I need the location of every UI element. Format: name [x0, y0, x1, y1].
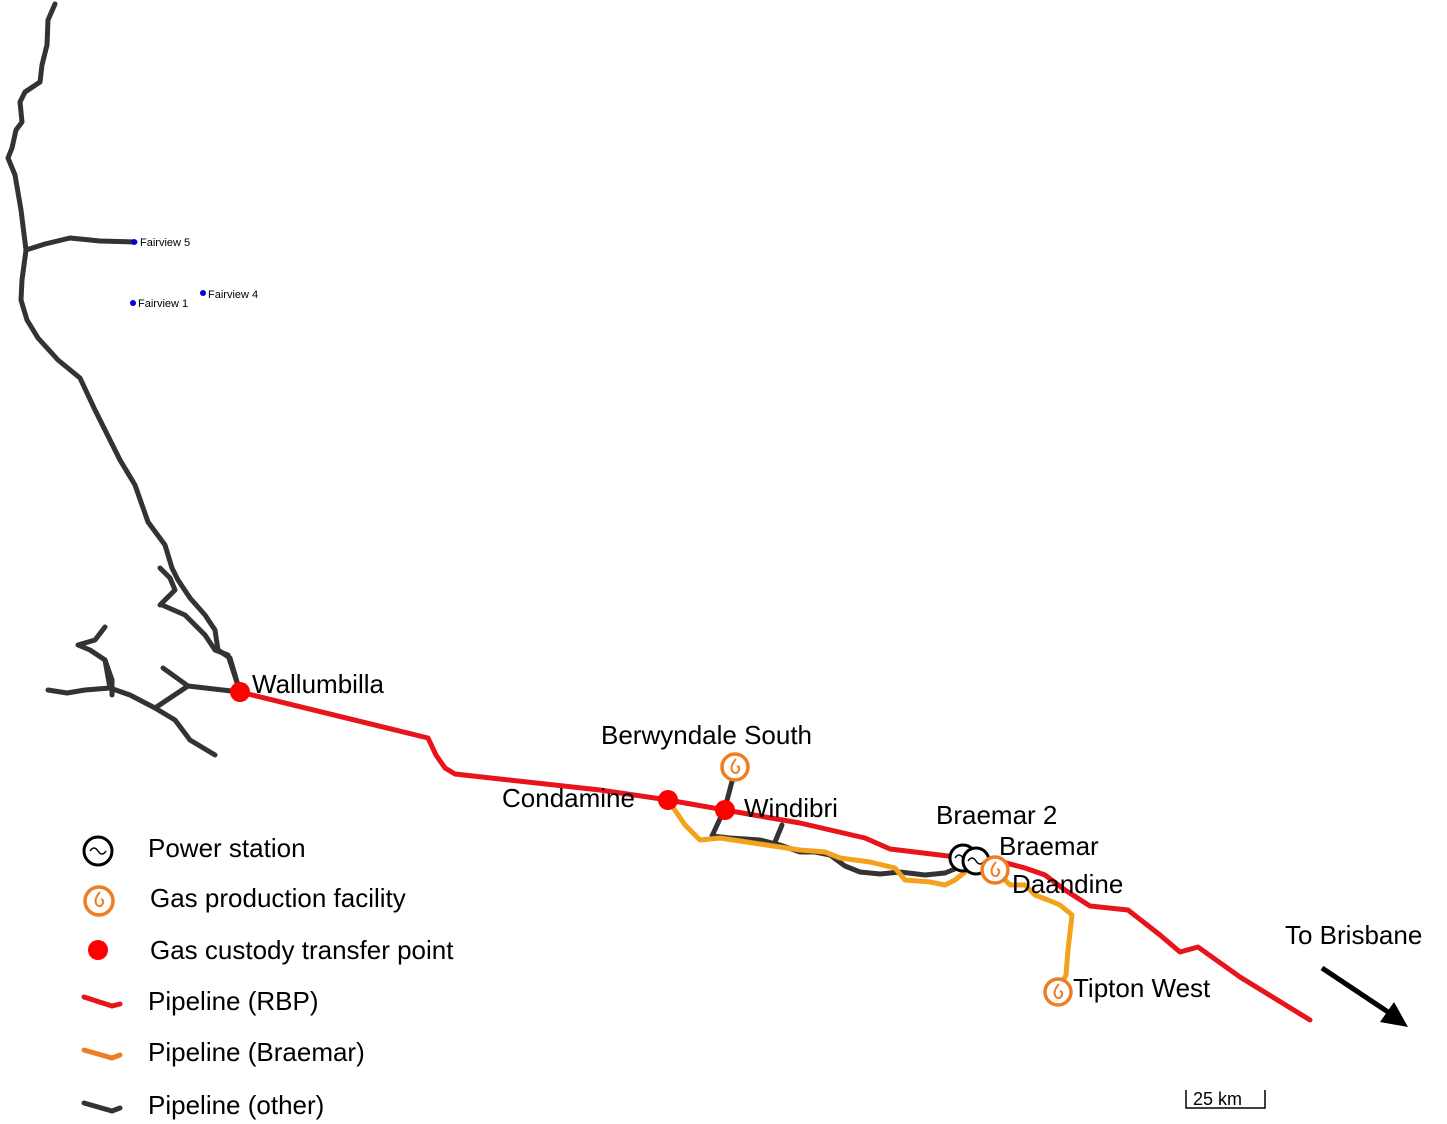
custody-point-condamine — [658, 790, 678, 810]
gas-facilities — [720, 752, 1073, 1007]
legend-pipeline-other-label: Pipeline (other) — [148, 1090, 324, 1120]
pipeline-other-west-network-5 — [102, 657, 115, 698]
label-braemar2: Braemar 2 — [936, 800, 1057, 830]
fairview-points — [130, 239, 206, 306]
pipelines-braemar — [665, 797, 1075, 995]
pipeline-other-west-network — [160, 665, 243, 695]
fairview1-dot — [130, 300, 136, 306]
arrow-to-brisbane-icon — [1320, 965, 1408, 1027]
legend-power-station-icon — [82, 835, 114, 867]
pipeline-other-spur-b — [159, 602, 243, 695]
pipeline-other-west-network-4 — [75, 624, 113, 691]
legend-custody-point-icon — [88, 940, 108, 960]
label-daandine: Daandine — [1012, 869, 1123, 899]
legend-pipeline-other-icon — [81, 1100, 123, 1114]
pipeline-other-fairview5-branch — [23, 235, 138, 253]
label-windibri: Windibri — [744, 793, 838, 823]
pipeline-other-west-network-2 — [152, 683, 218, 758]
pipelines-other — [5, 1, 965, 878]
pipeline-other-east-spur — [772, 822, 785, 845]
legend-custody-transfer-label: Gas custody transfer point — [150, 935, 454, 965]
scale-bar: 25 km — [1185, 1089, 1266, 1109]
fairview4-dot — [200, 290, 206, 296]
gas-facility-tipton-west-icon — [1043, 977, 1073, 1007]
legend-pipeline-rbp-icon — [81, 994, 123, 1009]
pipeline-other-west-network-3 — [45, 685, 158, 711]
label-berwyndale-south: Berwyndale South — [601, 720, 812, 750]
legend-pipeline-braemar-icon — [81, 1047, 123, 1061]
pipeline-other-spur-a — [157, 565, 178, 608]
label-tipton-west: Tipton West — [1073, 973, 1211, 1003]
label-condamine: Condamine — [502, 783, 635, 813]
custody-points — [230, 682, 735, 820]
legend-gas-production-label: Gas production facility — [150, 883, 406, 913]
legend-pipeline-rbp-label: Pipeline (RBP) — [148, 986, 319, 1016]
custody-point-wallumbilla — [230, 682, 250, 702]
pipeline-braemar-south — [990, 865, 1075, 995]
legend-gas-production-icon — [83, 885, 115, 917]
custody-point-windibri — [715, 800, 735, 820]
label-fairview1: Fairview 1 — [138, 298, 188, 310]
pipeline-other-north-trunk — [5, 1, 243, 695]
label-wallumbilla: Wallumbilla — [252, 669, 384, 699]
label-to-brisbane: To Brisbane — [1285, 920, 1422, 950]
scale-bar-label: 25 km — [1193, 1089, 1242, 1109]
legend-power-station-label: Power station — [148, 833, 306, 863]
fairview5-dot — [131, 239, 137, 245]
gas-facility-berwyndale-south-icon — [720, 752, 750, 782]
label-fairview4: Fairview 4 — [208, 289, 258, 301]
pipeline-braemar-main — [665, 797, 996, 888]
legend: Power station Gas production facility Ga… — [81, 833, 454, 1120]
label-fairview5: Fairview 5 — [140, 237, 190, 249]
legend-pipeline-braemar-label: Pipeline (Braemar) — [148, 1037, 365, 1067]
gas-facility-daandine-icon — [980, 855, 1010, 885]
label-braemar: Braemar — [999, 831, 1099, 861]
pipeline-other-east-link — [709, 833, 965, 878]
